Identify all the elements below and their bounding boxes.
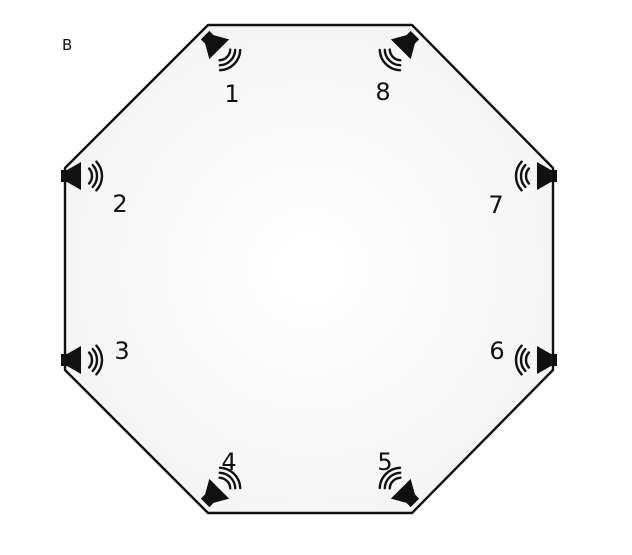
sound-wave-3 [514,160,523,192]
speaker-1-label: 1 [224,80,239,108]
speaker-3-icon [61,344,104,376]
sound-wave-1 [87,167,94,185]
speakers-group: 1 2 3 4 5 6 7 8 [61,30,557,508]
sound-wave-1 [218,476,232,490]
speaker-6-icon [514,344,557,376]
sound-wave-2 [218,471,237,490]
sound-wave-3 [514,344,523,376]
panel-label: B [62,36,73,54]
speaker-cone [200,478,230,508]
speaker-8-icon [378,30,420,72]
sound-wave-1 [388,48,402,62]
octagon-room-outline [63,23,555,515]
sound-wave-2 [91,347,99,373]
speaker-7-label: 7 [488,191,503,219]
sound-wave-2 [91,163,99,189]
speaker-cone [61,162,81,190]
speaker-6-label: 6 [489,337,504,365]
sound-wave-2 [218,48,237,67]
sound-wave-3 [95,160,104,192]
speaker-7-icon [514,160,557,192]
sound-wave-2 [519,347,527,373]
sound-wave-2 [383,48,402,67]
speaker-cone [61,346,81,374]
speaker-cone [200,30,230,60]
speaker-8-label: 8 [375,78,390,106]
speaker-cone [537,162,557,190]
sound-wave-2 [519,163,527,189]
speaker-2-label: 2 [112,190,127,218]
sound-wave-3 [378,48,402,72]
speaker-cone [537,346,557,374]
sound-wave-1 [87,351,94,369]
speaker-cone [390,478,420,508]
speaker-4-icon [200,466,242,508]
sound-wave-3 [218,466,242,490]
speaker-2-icon [61,160,104,192]
sound-wave-3 [95,344,104,376]
speaker-cone [390,30,420,60]
sound-wave-1 [524,351,531,369]
speaker-4-label: 4 [221,448,236,476]
speaker-5-label: 5 [377,448,392,476]
sound-wave-1 [524,167,531,185]
speaker-3-label: 3 [114,337,129,365]
sound-wave-1 [218,48,232,62]
